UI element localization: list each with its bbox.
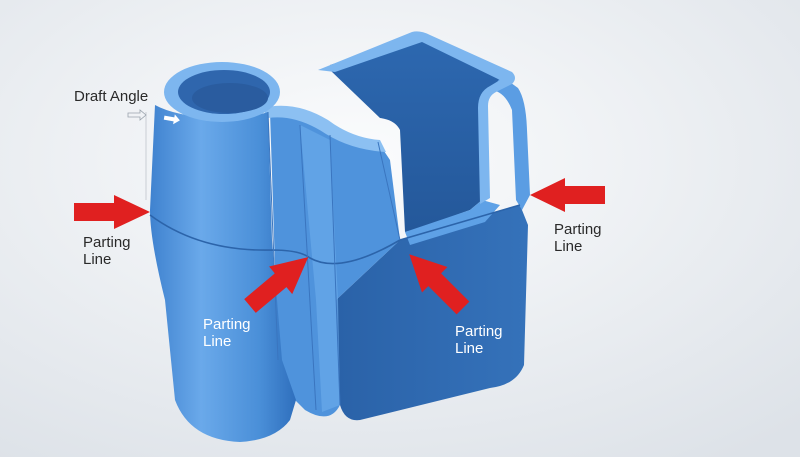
box-inner-floor (405, 200, 500, 245)
parting-line-label-left: Parting Line (83, 234, 131, 268)
parting-line-label-left-word1: Parting (83, 234, 131, 251)
parting-line-label-right-word1: Parting (554, 221, 602, 238)
draft-angle-text: Draft Angle (74, 88, 149, 105)
cylinder-body (150, 105, 296, 442)
cylinder-bore-shade (192, 83, 268, 113)
parting-line-label-right: Parting Line (554, 221, 602, 255)
draft-angle-arrow-inner-icon (163, 114, 180, 125)
cup-holder-part (149, 31, 530, 442)
box-right-face (336, 205, 528, 421)
arrow-center-icon (409, 254, 470, 315)
parting-line-curve (149, 204, 521, 265)
middle-column-highlight (300, 125, 340, 412)
draft-angle-label: Draft Angle (74, 88, 148, 105)
arrow-left-icon (74, 195, 150, 229)
middle-rim (262, 105, 386, 152)
draft-angle-arrow-icon (127, 109, 147, 121)
box-inner-back (330, 38, 500, 232)
parting-line-label-right-word2: Line (554, 238, 583, 255)
parting-line-arrows (74, 178, 605, 315)
edge-line-3 (329, 134, 341, 406)
edge-line-4 (377, 141, 401, 241)
arrow-right-icon (530, 178, 605, 212)
parting-line-label-left-word2: Line (83, 251, 112, 268)
parting-line-label-center: Parting Line (455, 323, 503, 357)
parting-line-label-middle: Parting Line (203, 316, 251, 350)
box-right-edge (492, 75, 530, 210)
edge-line-1 (267, 111, 279, 361)
parting-line-label-middle-word1: Parting (203, 316, 251, 333)
arrow-middle-icon (244, 257, 309, 313)
parting-line-label-middle-word2: Line (203, 333, 232, 350)
draft-angle-indicator (127, 109, 180, 200)
edge-line-2 (299, 124, 317, 411)
parting-line-label-center-word1: Parting (455, 323, 503, 340)
parting-line-label-center-word2: Line (455, 340, 484, 357)
